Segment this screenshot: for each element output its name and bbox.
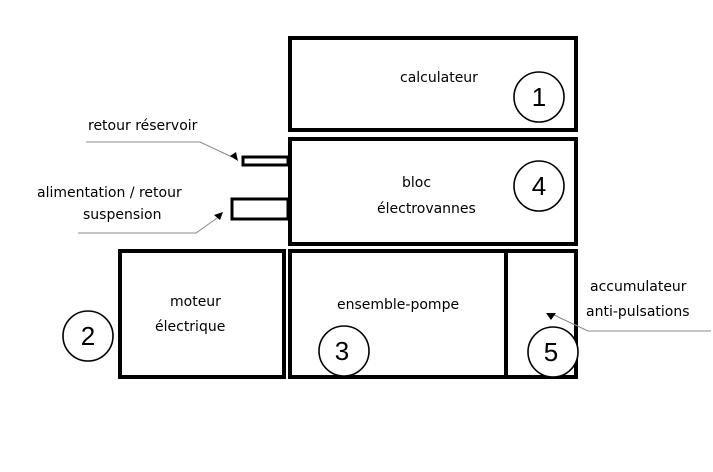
callout-number-2: 2	[81, 321, 95, 351]
callout-circle-1	[513, 71, 565, 123]
alimentation-leader-line	[78, 215, 221, 234]
alimentation-label-line2: suspension	[83, 207, 161, 223]
bloc-electrovannes-label-line2: électrovannes	[377, 201, 476, 217]
alimentation-label-line1: alimentation / retour	[37, 185, 182, 201]
callout-number-4: 4	[532, 171, 546, 201]
alimentation-pipe	[230, 197, 290, 221]
retour-reservoir-arrow-icon	[230, 152, 238, 161]
moteur-electrique-label-line2: électrique	[155, 319, 225, 335]
ensemble-pompe-label: ensemble-pompe	[337, 297, 459, 313]
callout-number-5: 5	[544, 337, 558, 367]
callout-circle-5	[527, 326, 579, 378]
accumulateur-label-line1: accumulateur	[590, 279, 687, 295]
calculateur-label: calculateur	[400, 70, 478, 86]
moteur-electrique-box	[118, 249, 286, 379]
callout-circle-3	[318, 325, 370, 377]
alimentation-arrow-icon	[214, 212, 223, 220]
accumulateur-leader-line	[553, 314, 711, 332]
callout-number-1: 1	[532, 82, 546, 112]
retour-reservoir-pipe	[241, 155, 290, 167]
callout-circle-4	[513, 160, 565, 212]
accumulateur-label-line2: anti-pulsations	[586, 304, 690, 320]
bloc-electrovannes-label-line1: bloc	[402, 175, 431, 191]
accumulateur-arrow-icon	[546, 313, 556, 320]
moteur-electrique-label-line1: moteur	[170, 294, 221, 310]
callout-circle-2	[62, 310, 114, 362]
retour-reservoir-label: retour réservoir	[88, 118, 198, 134]
callout-number-3: 3	[335, 336, 349, 366]
retour-reservoir-leader-line	[86, 141, 233, 158]
